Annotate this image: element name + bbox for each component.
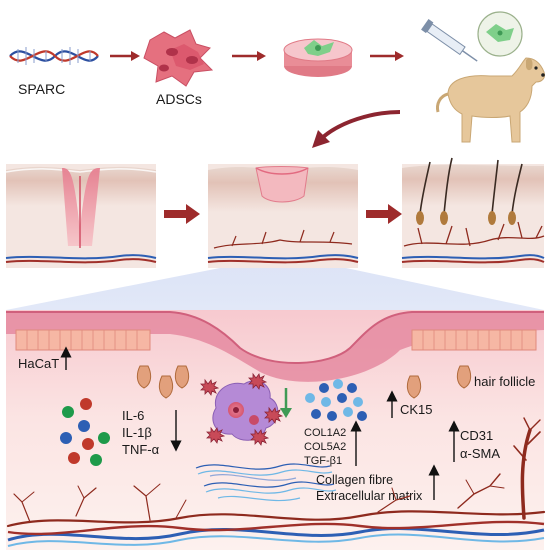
cytokine-dots <box>60 398 110 466</box>
gene-col5a2: COL5A2 <box>304 441 346 453</box>
return-curved-arrow <box>312 110 401 148</box>
vein-blue <box>7 527 545 542</box>
hacat-cells-right <box>411 329 537 351</box>
petri-dish-icon <box>283 38 353 77</box>
hacat-cells-left <box>15 329 151 351</box>
adscs-cells-icon <box>143 29 214 87</box>
zoom-beam <box>6 268 544 310</box>
hacat-label: HaCaT <box>18 356 59 371</box>
cytokine-il6: IL-6 <box>122 408 144 423</box>
dog-icon <box>436 57 545 143</box>
collagen-gene-dots <box>305 379 367 421</box>
matrix-collagen-fibre: Collagen fibre <box>316 473 393 487</box>
bacteria-icons <box>200 372 284 446</box>
macrophage-icon <box>212 380 279 441</box>
vein-light <box>7 533 545 547</box>
flow-arrow-2 <box>232 51 266 61</box>
gene-col1a2: COL1A2 <box>304 427 346 439</box>
flow-arrow-3 <box>370 51 404 61</box>
hair-follicle-label: hair follicle <box>474 374 535 389</box>
skin-healing-panel <box>207 164 359 268</box>
syringe-injection-icon <box>421 11 523 62</box>
artery-red <box>7 520 545 536</box>
blood-vessels <box>6 417 546 528</box>
marker-cd31: CD31 <box>460 428 493 443</box>
flow-arrow-1 <box>110 51 140 61</box>
marker-asma: α-SMA <box>460 446 500 461</box>
hair-follicle-icons <box>136 365 472 399</box>
green-down-arrow <box>280 388 292 418</box>
matrix-extracellular: Extracellular matrix <box>316 489 423 503</box>
cytokine-tnfa: TNF-α <box>122 442 160 457</box>
ck15-label: CK15 <box>400 402 433 417</box>
adscs-label: ADSCs <box>156 91 202 107</box>
sparc-label: SPARC <box>18 81 65 97</box>
skin-healed-panel <box>401 157 545 268</box>
collagen-fibres <box>195 463 337 502</box>
cytokine-il1b: IL-1β <box>122 425 152 440</box>
skin-wound-panel <box>5 164 157 268</box>
gene-tgfb1: TGF-β1 <box>304 455 342 467</box>
flow-arrow-5 <box>366 204 402 224</box>
flow-arrow-4 <box>164 204 200 224</box>
dna-helix-icon <box>9 47 99 65</box>
